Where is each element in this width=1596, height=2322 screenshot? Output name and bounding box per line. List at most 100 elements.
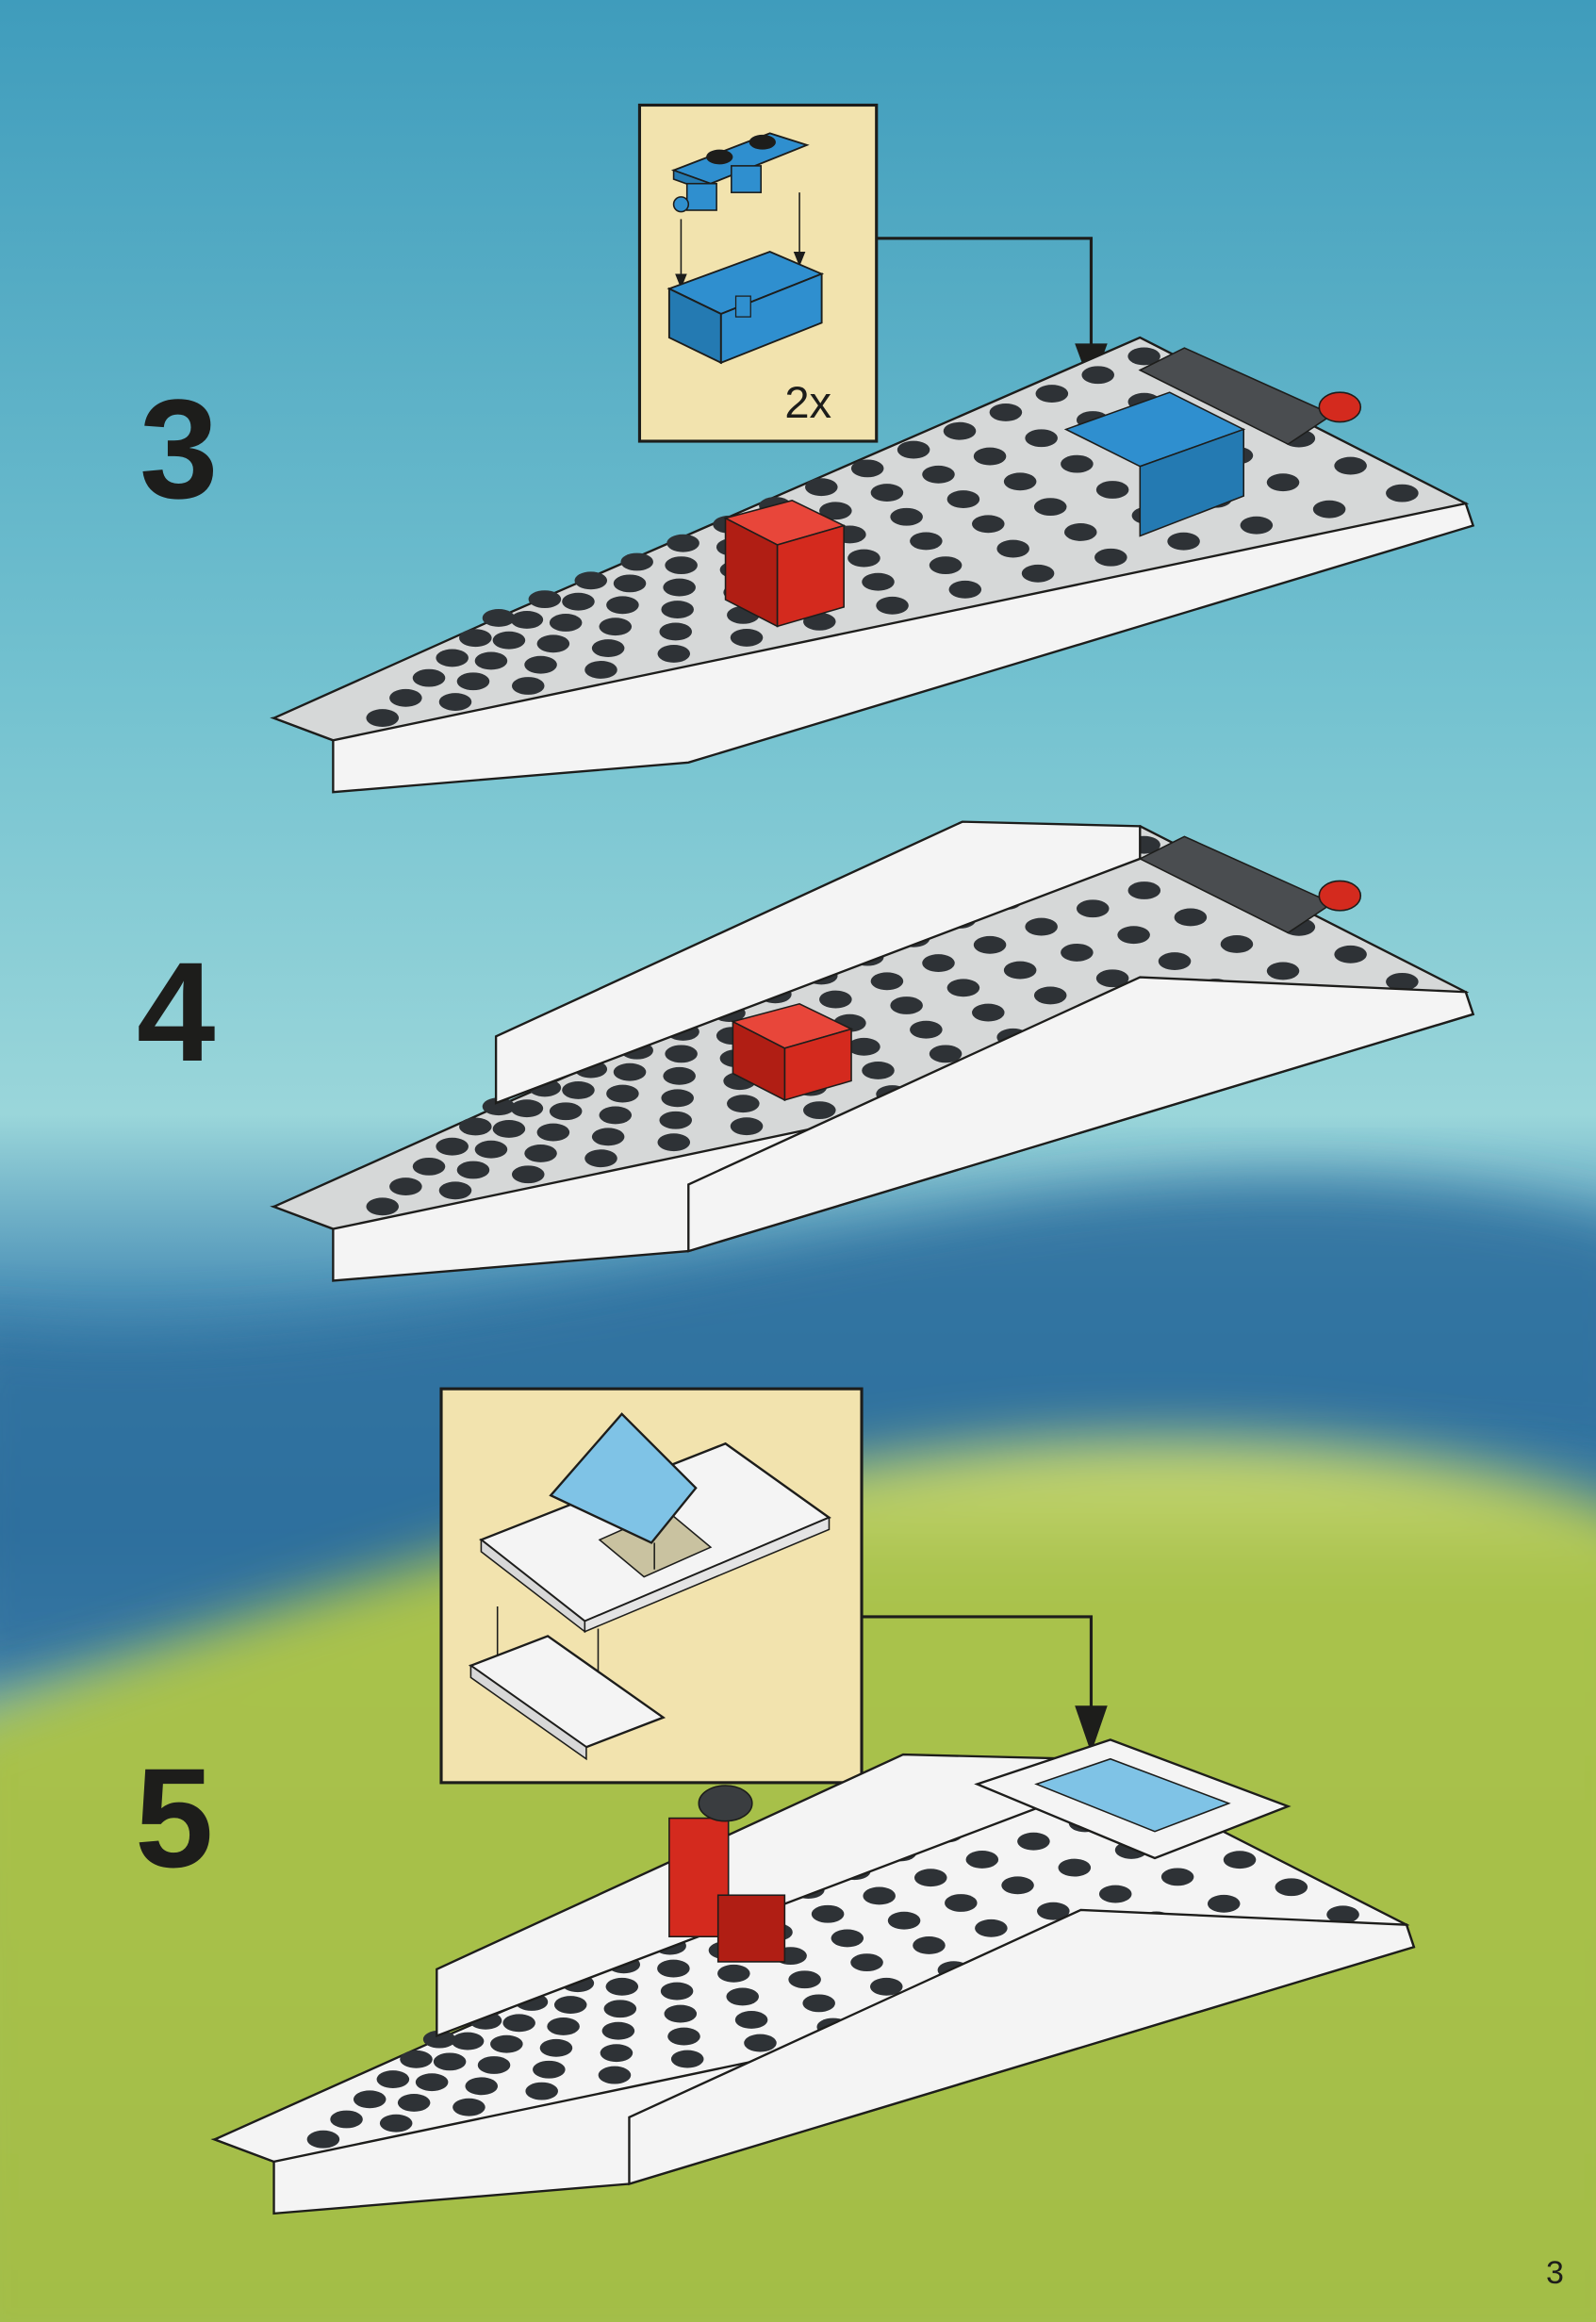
- stud: [525, 2082, 558, 2100]
- step-5-callout-arrow: [862, 1615, 1094, 1733]
- stud: [606, 596, 639, 615]
- stud: [659, 622, 693, 641]
- stud: [1061, 454, 1094, 473]
- stud: [376, 2070, 410, 2088]
- stud: [400, 2050, 433, 2068]
- stud: [574, 571, 608, 590]
- stud: [549, 614, 583, 632]
- stud: [1017, 1832, 1050, 1851]
- stud: [490, 2034, 523, 2053]
- stud: [536, 1123, 570, 1142]
- stud: [436, 649, 469, 667]
- stud: [1312, 500, 1346, 519]
- stud: [666, 534, 699, 552]
- stud: [511, 677, 545, 695]
- stud: [989, 403, 1023, 421]
- stud: [657, 1959, 690, 1978]
- stud: [422, 2030, 456, 2049]
- stud: [438, 693, 472, 711]
- stud: [972, 1003, 1005, 1022]
- page-number: 3: [1546, 2255, 1564, 2291]
- stud: [811, 1904, 845, 1923]
- stud: [613, 574, 647, 593]
- stud: [452, 2098, 485, 2116]
- stud: [890, 996, 923, 1014]
- hull-wall-back: [494, 820, 1142, 1105]
- stud: [803, 1101, 836, 1120]
- stud: [910, 1020, 943, 1039]
- stud: [996, 539, 1029, 558]
- stud: [584, 661, 617, 679]
- stud: [620, 552, 653, 571]
- stud: [510, 610, 544, 629]
- stud: [661, 601, 694, 618]
- stud: [553, 1996, 587, 2014]
- stud: [306, 2130, 340, 2149]
- stud: [1266, 473, 1300, 492]
- stud: [353, 2090, 387, 2109]
- stud: [727, 1095, 760, 1113]
- stud: [502, 2014, 535, 2033]
- stud: [863, 1886, 896, 1905]
- stud: [330, 2110, 363, 2129]
- step-3-callout: 2x: [637, 103, 879, 443]
- stud: [600, 2044, 633, 2063]
- stud: [366, 709, 400, 727]
- step-3-boat-model: [270, 336, 1475, 794]
- stud: [1001, 1876, 1034, 1895]
- step-5-callout: [439, 1387, 864, 1785]
- stud: [605, 1977, 639, 1996]
- stud: [436, 1137, 469, 1156]
- hull-wall: [687, 976, 1475, 1253]
- stud: [1095, 481, 1129, 499]
- stud: [805, 478, 838, 497]
- stud: [599, 1106, 633, 1125]
- stud: [465, 2077, 499, 2096]
- engine-red: [1318, 391, 1362, 423]
- stud: [946, 490, 980, 508]
- stud: [922, 954, 955, 972]
- stud: [850, 1953, 883, 1972]
- stud: [1037, 1902, 1070, 1920]
- stud: [1158, 952, 1192, 971]
- steering-wheel: [698, 1785, 753, 1822]
- stud: [929, 1045, 963, 1063]
- windscreen-icon: [479, 1412, 831, 1634]
- stud: [717, 1964, 750, 1983]
- stud: [897, 440, 930, 459]
- stud: [482, 609, 516, 627]
- stud: [943, 421, 977, 440]
- stud: [456, 1161, 490, 1179]
- stud: [802, 1994, 835, 2013]
- stud: [922, 465, 955, 484]
- stud: [657, 1133, 691, 1152]
- stud: [876, 596, 909, 615]
- blue-hinge-front: [1139, 428, 1245, 537]
- stud: [661, 1089, 694, 1108]
- stud: [599, 618, 633, 636]
- stud: [524, 655, 557, 674]
- stud: [459, 629, 492, 648]
- stud: [973, 935, 1007, 954]
- stud: [831, 1929, 864, 1948]
- stud: [1386, 972, 1419, 991]
- stud: [657, 645, 691, 663]
- stud: [412, 668, 446, 687]
- hinge-brick-icon: [666, 250, 825, 365]
- stud: [850, 459, 884, 478]
- stud: [613, 1062, 647, 1081]
- stud: [862, 1062, 895, 1079]
- stud: [1095, 969, 1129, 988]
- stud: [973, 447, 1007, 466]
- stud: [965, 1851, 999, 1869]
- stud: [433, 2052, 467, 2071]
- stud: [1063, 523, 1097, 541]
- stud: [412, 1157, 446, 1176]
- stud: [1003, 472, 1037, 491]
- stud: [665, 556, 698, 575]
- stud: [660, 1982, 694, 2001]
- stud: [870, 484, 904, 502]
- stud: [913, 1869, 947, 1887]
- stud: [451, 2032, 485, 2050]
- stud: [415, 2073, 449, 2092]
